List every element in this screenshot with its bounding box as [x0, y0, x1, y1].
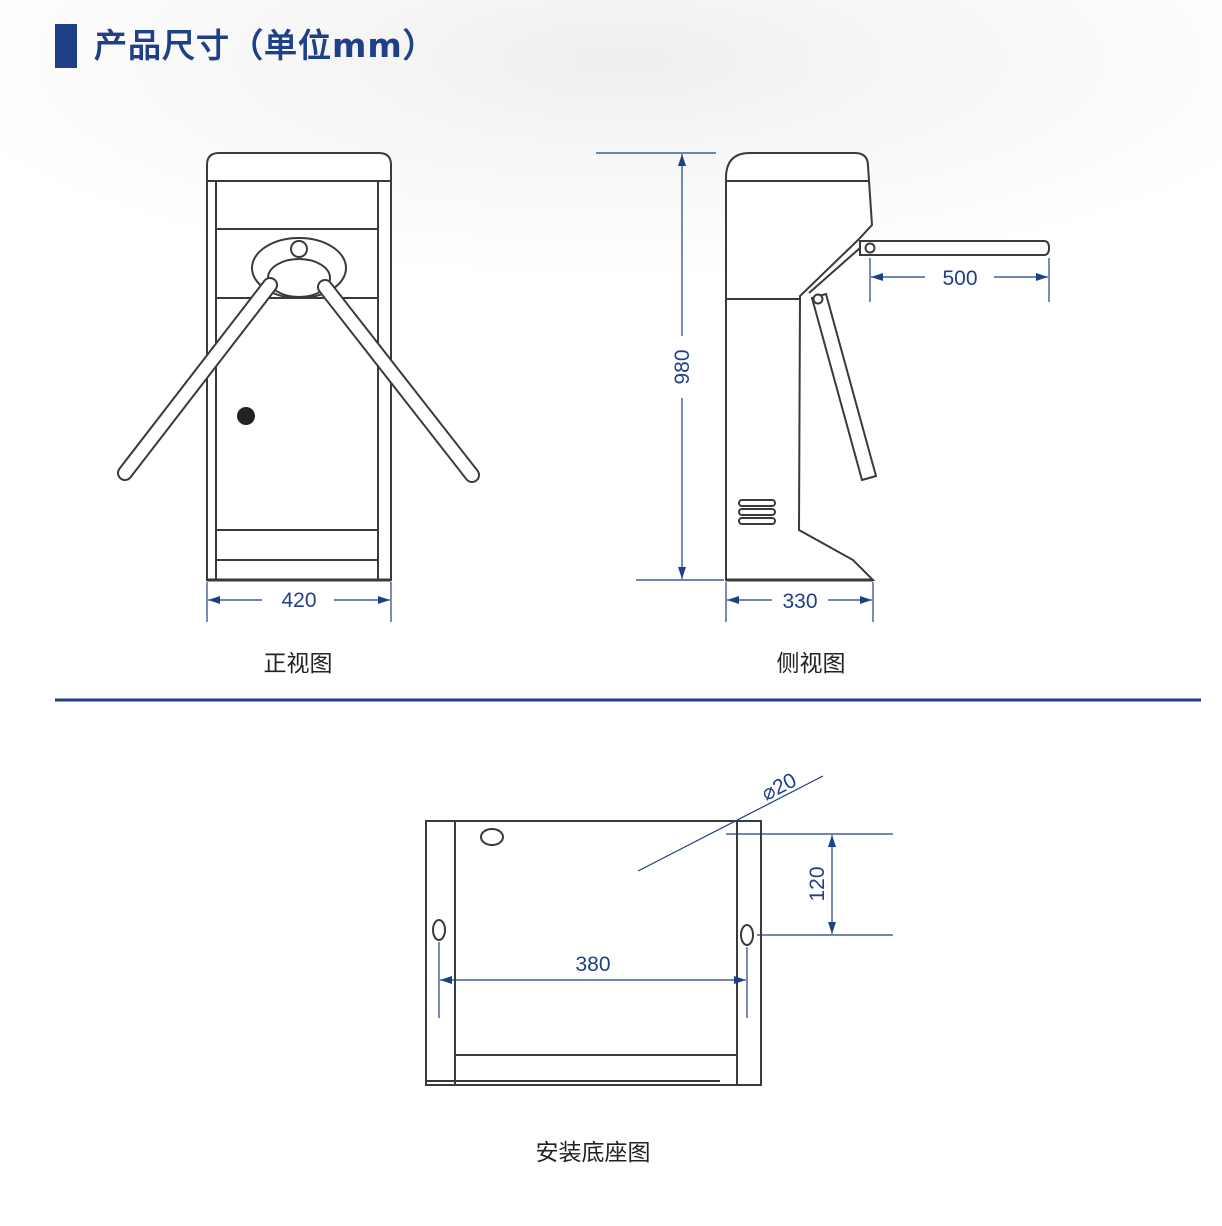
side-horizontal-arm — [859, 240, 1051, 256]
front-right-arm — [317, 279, 480, 483]
side-diagonal-arm — [810, 292, 878, 482]
base-view-caption: 安装底座图 — [536, 1140, 651, 1166]
page-title: 产品尺寸（单位mm） — [94, 26, 437, 65]
side-body-outline — [725, 152, 876, 581]
base-width-dimension — [438, 942, 748, 1018]
key-lock-icon — [237, 407, 255, 425]
side-view — [725, 152, 1051, 582]
hole-diameter-label: ⌀20 — [758, 769, 801, 806]
arm-length-label: 500 — [942, 267, 977, 290]
base-hole-top — [480, 828, 504, 846]
front-width-dimension — [206, 582, 392, 622]
front-width-label: 420 — [281, 589, 316, 612]
front-left-arm — [117, 277, 278, 481]
base-outline — [425, 820, 762, 1086]
base-hole-left — [432, 919, 446, 941]
title-accent-bar — [55, 24, 77, 68]
arm-length-dimension — [869, 258, 1050, 302]
side-height-dimension — [596, 152, 724, 581]
hole-diameter-leader — [637, 775, 824, 872]
side-depth-label: 330 — [782, 590, 817, 613]
side-view-caption: 侧视图 — [777, 651, 846, 677]
vent-slots — [738, 499, 776, 525]
hub-bolt — [290, 240, 308, 258]
side-height-label: 980 — [671, 349, 694, 384]
front-view-caption: 正视图 — [264, 651, 333, 677]
base-hole-right — [740, 924, 754, 946]
base-spacing-label: 120 — [806, 866, 829, 901]
front-view — [117, 152, 480, 582]
side-depth-dimension — [725, 582, 874, 622]
base-width-label: 380 — [575, 953, 610, 976]
base-view — [425, 820, 762, 1086]
base-spacing-dimension — [726, 833, 893, 936]
front-body-outline — [206, 152, 392, 581]
